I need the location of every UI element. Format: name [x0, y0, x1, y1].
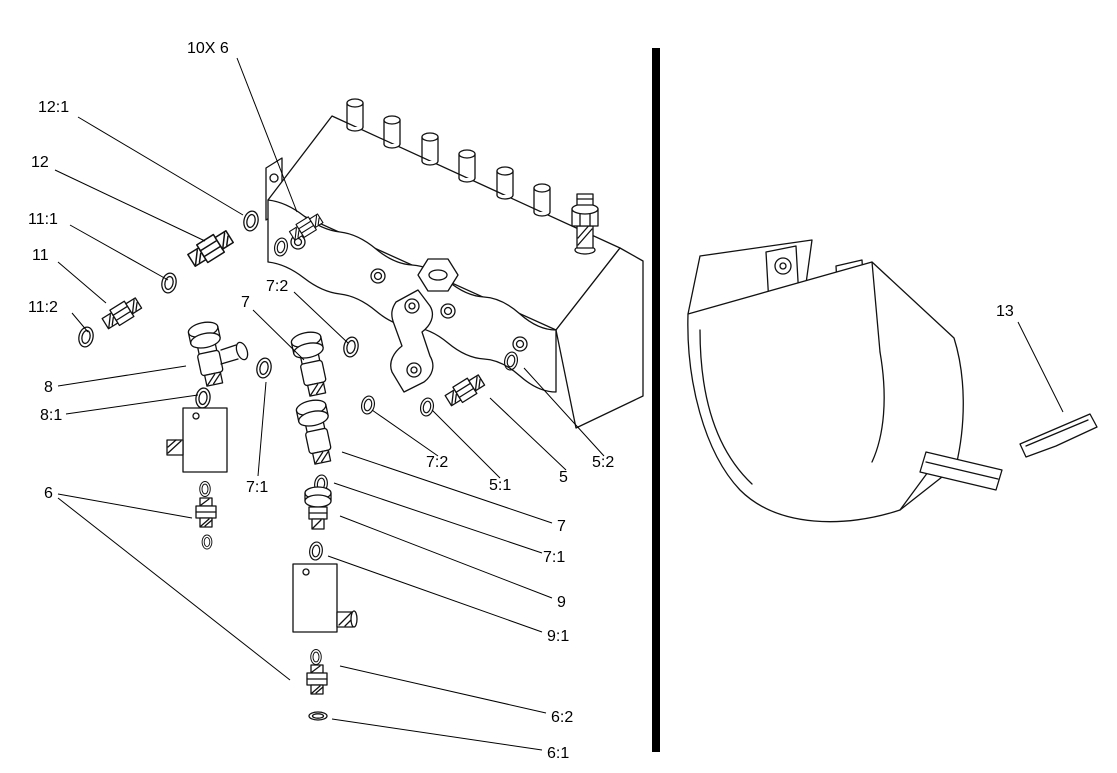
elbow-8 [186, 319, 231, 389]
panel-divider [652, 48, 660, 752]
fitting-6 [195, 497, 217, 528]
oring-5-1 [418, 396, 436, 418]
part-label-6: 6 [44, 485, 53, 502]
part-label-7-1-right: 7:1 [543, 549, 565, 566]
elbow-8-arm [220, 344, 237, 351]
bucket-cutting-edge [919, 451, 1003, 491]
manifold-right-panel [555, 247, 644, 429]
part-label-5-2: 5:2 [592, 454, 614, 471]
bucket-shell [687, 261, 964, 523]
part-label-6-2: 6:2 [551, 709, 573, 726]
part-label-5: 5 [559, 469, 568, 486]
fitting-6-2 [306, 664, 328, 695]
oring-7-2a [341, 335, 361, 359]
oring-8-1 [194, 386, 212, 410]
oring-6-bottom [201, 534, 213, 550]
part-label-8: 8 [44, 379, 53, 396]
relief-valve [571, 193, 599, 255]
valve-block-8 [166, 407, 228, 473]
bucket [687, 239, 1003, 523]
elbow-8-arm-nut [235, 341, 249, 361]
bucket-inner-curve [699, 329, 753, 485]
bucket-step-line [899, 471, 929, 511]
part-label-5-1: 5:1 [489, 477, 511, 494]
part-label-10x6: 10X 6 [187, 40, 229, 57]
part-label-8-1: 8:1 [40, 407, 62, 424]
part-label-11-1: 11:1 [28, 211, 58, 228]
part-label-12-1: 12:1 [38, 99, 69, 116]
valve-block-9 [292, 563, 358, 633]
part-label-7-upper: 7 [241, 294, 250, 311]
hex-plug [417, 258, 459, 292]
bucket-edge-line [871, 261, 881, 353]
part-label-13: 13 [996, 303, 1014, 320]
bucket-fold-line [871, 351, 885, 463]
part-label-11: 11 [32, 247, 49, 264]
part-label-11-2: 11:2 [28, 299, 58, 316]
link-bracket [390, 289, 434, 393]
elbow-7-lower [294, 397, 339, 467]
part-label-12: 12 [31, 154, 49, 171]
manifold-cylinders [346, 98, 551, 217]
exploded-parts [76, 209, 520, 721]
part-label-6-1: 6:1 [547, 745, 569, 762]
part-label-9: 9 [557, 594, 566, 611]
bucket-tooth-13 [1019, 413, 1098, 458]
oring-6-1-part [308, 711, 328, 721]
elbow-8-arm [220, 358, 239, 365]
oring-12-1 [241, 209, 261, 233]
fitting-12 [185, 227, 236, 270]
elbow-7-upper [289, 329, 334, 399]
oring-11-1 [159, 271, 179, 295]
part-label-9-1: 9:1 [547, 628, 569, 645]
oring-9-1 [307, 540, 325, 562]
part-label-7-2-upper: 7:2 [266, 278, 288, 295]
fitting-9 [304, 486, 332, 530]
oring-7-2b [359, 394, 377, 416]
leader-lines [54, 57, 1064, 751]
part-label-7-2-lower: 7:2 [426, 454, 448, 471]
part-label-7-right: 7 [557, 518, 566, 535]
labels-layer: 10X 6 12:1 12 11:1 11 11:2 8 8:1 6 7 7:2… [28, 40, 1014, 762]
part-label-7-1-left: 7:1 [246, 479, 268, 496]
flange-hole [269, 173, 279, 183]
fitting-5 [442, 371, 487, 409]
cutting-edge-line [925, 461, 999, 480]
oring-6-2-top [310, 649, 322, 665]
oring-7-1a [254, 356, 274, 380]
fitting-11 [99, 294, 144, 332]
oring-6-top [199, 481, 211, 497]
